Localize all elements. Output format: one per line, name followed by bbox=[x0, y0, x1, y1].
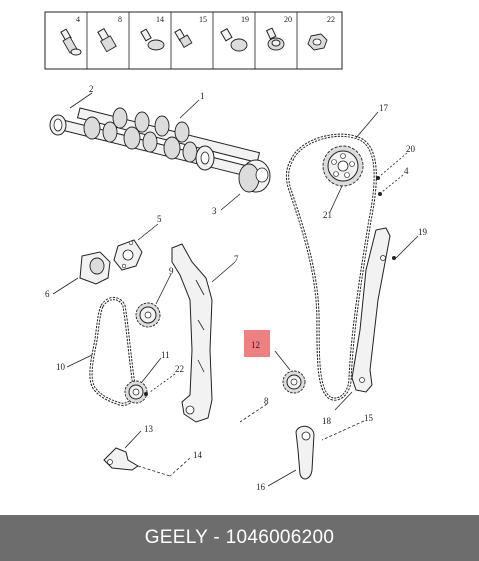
table-header-8: 8 bbox=[118, 15, 122, 24]
callout-3: 3 bbox=[212, 206, 217, 216]
leader-lines bbox=[52, 92, 419, 487]
bolt-20-icon bbox=[265, 27, 285, 51]
bolt-15-icon bbox=[174, 28, 193, 48]
cam-sprocket-icon bbox=[322, 145, 364, 187]
tensioner-gasket-icon bbox=[113, 239, 143, 271]
callout-7: 7 bbox=[234, 254, 239, 264]
callout-15: 15 bbox=[364, 413, 374, 423]
callout-9: 9 bbox=[169, 266, 174, 276]
oil-pump-sprocket-icon bbox=[135, 302, 161, 328]
highlight-box bbox=[244, 330, 270, 357]
callout-5: 5 bbox=[157, 214, 162, 224]
table-header-22: 22 bbox=[327, 15, 335, 24]
oil-pump-chain-icon bbox=[89, 296, 136, 406]
main-timing-chain-icon bbox=[285, 133, 377, 401]
callout-16: 16 bbox=[256, 482, 266, 492]
crank-sprocket-highlighted-icon bbox=[282, 370, 306, 394]
callout-13: 13 bbox=[144, 424, 154, 434]
callout-2: 2 bbox=[89, 84, 94, 94]
nut-22-marker-icon bbox=[144, 392, 148, 396]
callout-11: 11 bbox=[161, 350, 170, 360]
tensioner-lever-icon bbox=[295, 425, 315, 480]
camshaft-assembly-icon bbox=[49, 107, 271, 193]
part-number-footer: GEELY - 1046006200 bbox=[0, 515, 479, 561]
callout-1: 1 bbox=[200, 91, 205, 101]
bolt-8-icon bbox=[97, 27, 117, 53]
callout-17: 17 bbox=[379, 103, 389, 113]
table-header-20: 20 bbox=[284, 15, 292, 24]
bolt-20-marker-icon bbox=[376, 176, 380, 180]
bolt-14-icon bbox=[140, 28, 165, 51]
callout-8: 8 bbox=[264, 396, 269, 406]
tensioner-arm-icon bbox=[171, 243, 213, 423]
table-header-19: 19 bbox=[241, 15, 249, 24]
callout-6: 6 bbox=[45, 289, 50, 299]
callout-22: 22 bbox=[175, 364, 184, 374]
callout-20: 20 bbox=[406, 144, 416, 154]
table-header-15: 15 bbox=[199, 15, 207, 24]
nut-22-icon bbox=[307, 33, 328, 51]
callout-numbers: 1 2 3 4 5 6 7 8 9 10 11 12 13 14 15 16 1… bbox=[45, 84, 428, 492]
callout-19: 19 bbox=[418, 227, 428, 237]
bolt-19-marker-icon bbox=[392, 256, 396, 260]
bolt-19-icon bbox=[220, 27, 248, 52]
chain-tensioner-icon bbox=[79, 251, 111, 285]
table-header-4: 4 bbox=[76, 15, 80, 24]
callout-14: 14 bbox=[193, 450, 203, 460]
crank-sprocket-small-icon bbox=[124, 380, 148, 404]
callout-12: 12 bbox=[251, 340, 260, 350]
callout-4: 4 bbox=[404, 166, 409, 176]
callout-21: 21 bbox=[323, 210, 332, 220]
timing-chain-exploded-diagram: 4 8 14 15 19 20 22 bbox=[44, 11, 428, 492]
callout-10: 10 bbox=[56, 362, 66, 372]
fastener-table: 4 8 14 15 19 20 22 bbox=[44, 11, 343, 70]
table-header-14: 14 bbox=[156, 15, 164, 24]
bolt-4-icon bbox=[60, 28, 82, 56]
callout-18: 18 bbox=[322, 416, 332, 426]
bracket-icon bbox=[103, 447, 139, 471]
bolt-4-marker-icon bbox=[378, 192, 382, 196]
chain-guide-right-icon bbox=[351, 227, 391, 393]
